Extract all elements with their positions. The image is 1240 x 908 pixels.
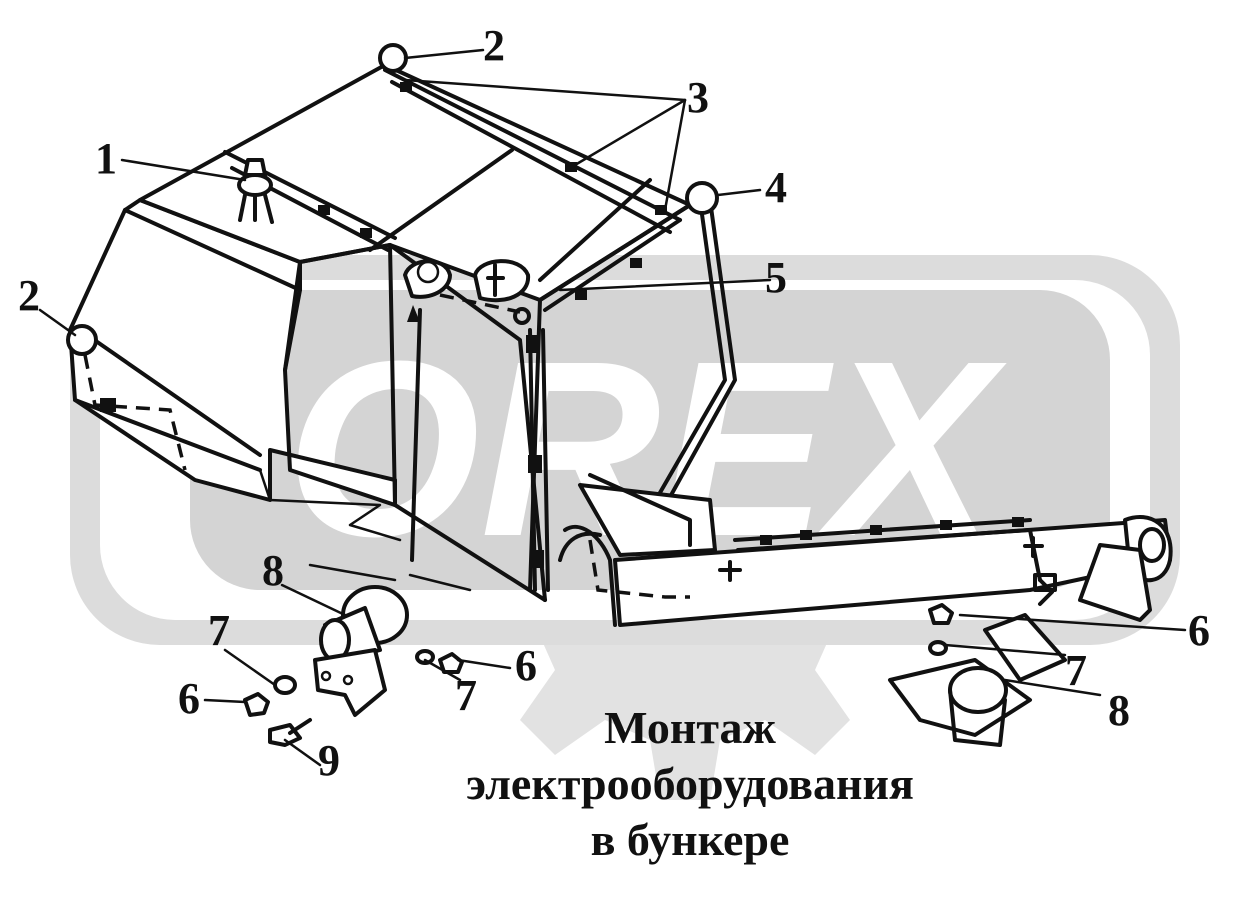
caption-line-3: в бункере	[590, 814, 790, 865]
caption-line-2: электрооборудования	[466, 758, 914, 809]
hopper-body	[68, 63, 737, 602]
beacon-lamp	[237, 158, 274, 224]
caption-line-1: Монтаж	[604, 702, 776, 753]
diagram-caption: Монтаж электрооборудования в бункере	[390, 700, 990, 868]
callout-6-right: 6	[1188, 606, 1210, 655]
leader-lines	[38, 48, 1187, 767]
callout-7-mid: 7	[455, 671, 477, 720]
work-light-left	[313, 585, 409, 717]
interior-lights	[403, 259, 531, 562]
callout-9: 9	[318, 736, 340, 785]
callout-4: 4	[765, 163, 787, 212]
marker-lamp-left	[66, 324, 98, 356]
callout-2-left: 2	[18, 271, 40, 320]
callout-2-top: 2	[483, 21, 505, 70]
callout-8-left: 8	[262, 546, 284, 595]
marker-lamp-top	[378, 43, 408, 73]
nut-washer-set-left	[243, 649, 464, 747]
callout-6-left: 6	[178, 674, 200, 723]
callout-8-right: 8	[1108, 686, 1130, 735]
marker-lamp-right	[685, 181, 719, 215]
callout-6-mid: 6	[515, 641, 537, 690]
unloading-auger	[558, 473, 1173, 627]
callout-3: 3	[687, 73, 709, 122]
callout-7-left: 7	[208, 606, 230, 655]
callout-numbers: 1 2 2 3 4 5 6 6 6 7 7 7 8 8 9	[18, 21, 1210, 785]
work-light-right	[888, 603, 1067, 747]
callout-5: 5	[765, 253, 787, 302]
callout-1: 1	[95, 134, 117, 183]
callout-7-right: 7	[1065, 646, 1087, 695]
harness-clips	[318, 82, 667, 568]
